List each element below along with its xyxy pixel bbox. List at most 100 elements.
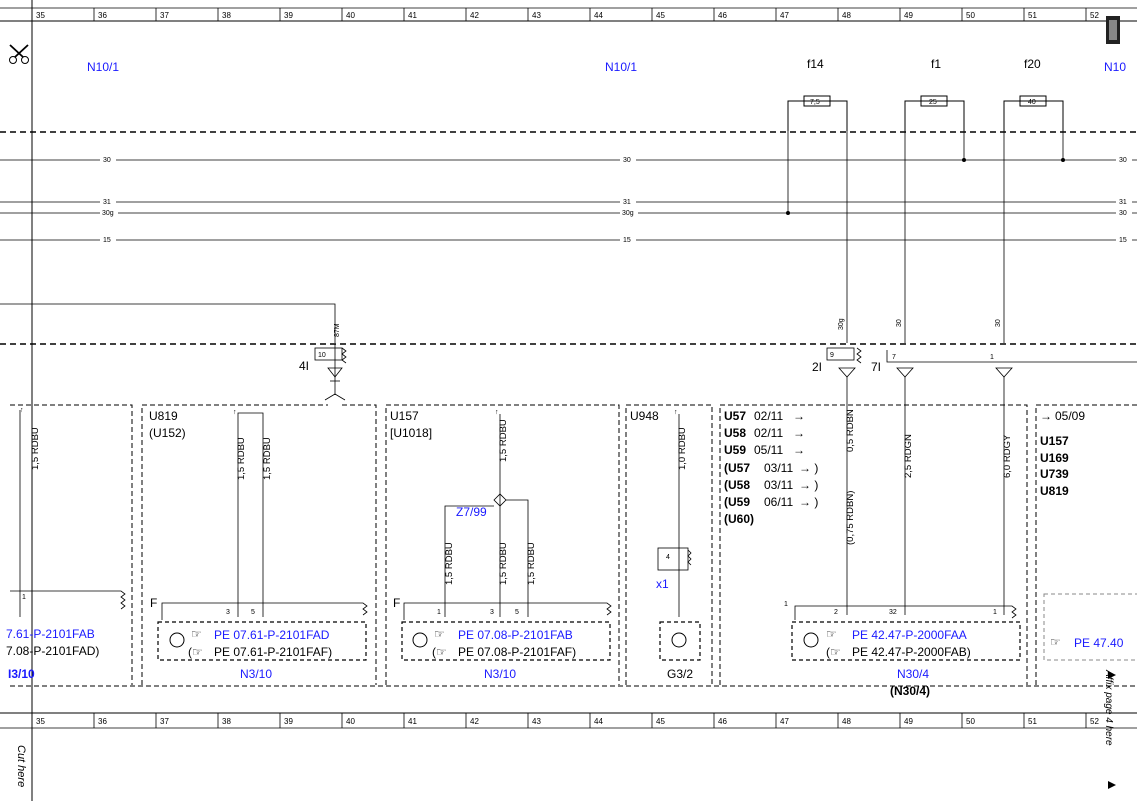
- circuit-87m: 87M: [0, 303, 341, 343]
- svg-text:F: F: [393, 596, 400, 610]
- bottom-ruler-number: 39: [284, 717, 293, 726]
- component-n30-4[interactable]: N30/4: [897, 667, 929, 681]
- connector-2i: 9 2I: [812, 347, 862, 378]
- book-icon: [1106, 16, 1120, 44]
- top-ruler-number: 37: [160, 11, 169, 20]
- ref-right[interactable]: PE 47.40: [1074, 636, 1124, 650]
- lamp-icon: [671, 632, 687, 648]
- top-ruler-number: 35: [36, 11, 45, 20]
- bottom-ruler-number: 40: [346, 717, 355, 726]
- svg-text:U157: U157: [390, 409, 419, 423]
- ref-left-1[interactable]: 7.61-P-2101FAB: [6, 627, 95, 641]
- top-ruler-number: 41: [408, 11, 417, 20]
- svg-text:9: 9: [830, 352, 834, 359]
- svg-text:3: 3: [226, 609, 230, 616]
- ref-n3a-2[interactable]: PE 07.61-P-2101FAF): [214, 645, 332, 659]
- bottom-ruler-number: 35: [36, 717, 45, 726]
- svg-text:1,5 RDBU: 1,5 RDBU: [236, 437, 247, 480]
- svg-text:03/11: 03/11: [764, 461, 793, 475]
- fuse-label-f1: f1: [931, 57, 941, 71]
- u819-section-content: U819 (U152) ↑ 1,5 RDBU 1,5 RDBU F 3 5 ☞ …: [149, 409, 368, 681]
- svg-text:2: 2: [834, 609, 838, 616]
- svg-text:1: 1: [990, 354, 994, 361]
- svg-text:25: 25: [929, 99, 937, 106]
- splice-label[interactable]: Z7/99: [456, 505, 487, 519]
- bottom-ruler-number: 42: [470, 717, 479, 726]
- svg-text:30g: 30g: [622, 210, 634, 217]
- fuse-label-f20: f20: [1024, 57, 1041, 71]
- header-n10-left[interactable]: N10/1: [87, 60, 119, 74]
- component-g3-2[interactable]: G3/2: [667, 667, 693, 681]
- bottom-ruler-number: 41: [408, 717, 417, 726]
- section-u157: [385, 404, 620, 685]
- fuse-label-f14: f14: [807, 57, 824, 71]
- section-u819: [141, 404, 328, 685]
- ref-left-2[interactable]: 7.08-P-2101FAD): [6, 644, 99, 658]
- svg-text:30g: 30g: [102, 210, 114, 217]
- svg-text:1,5 RDBU: 1,5 RDBU: [30, 427, 41, 470]
- ref-n3b-2[interactable]: PE 07.08-P-2101FAF): [458, 645, 576, 659]
- svg-text:1,5 RDBU: 1,5 RDBU: [498, 542, 509, 585]
- svg-text:U157: U157: [1040, 434, 1069, 448]
- bottom-ruler-number: 51: [1028, 717, 1037, 726]
- svg-text:U58: U58: [724, 426, 746, 440]
- ref-n3b-1[interactable]: PE 07.08-P-2101FAB: [458, 628, 573, 642]
- svg-text:87M: 87M: [334, 323, 341, 337]
- ref-n30-2[interactable]: PE 42.47-P-2000FAB): [852, 645, 971, 659]
- bottom-ruler-number: 47: [780, 717, 789, 726]
- component-i3-10[interactable]: I3/10: [8, 667, 35, 681]
- svg-text:5: 5: [515, 609, 519, 616]
- lamp-icon: [169, 632, 185, 648]
- svg-text:(☞: (☞: [432, 645, 447, 659]
- svg-text:5: 5: [251, 609, 255, 616]
- svg-text:→: →: [793, 409, 805, 423]
- svg-text:→ ): → ): [799, 461, 818, 475]
- svg-text:30: 30: [995, 319, 1002, 327]
- svg-text:7,5: 7,5: [810, 99, 820, 106]
- ref-n3a-1[interactable]: PE 07.61-P-2101FAD: [214, 628, 330, 642]
- header-n10-right[interactable]: N10: [1104, 60, 1126, 74]
- svg-text:↑: ↑: [233, 409, 237, 416]
- svg-text:4: 4: [666, 554, 670, 561]
- svg-text:31: 31: [103, 199, 111, 206]
- svg-text:32: 32: [889, 609, 897, 616]
- svg-text:U169: U169: [1040, 451, 1069, 465]
- bus-lines: 30 30 30 31 31 31 30g 30g 30 15 15 15: [0, 156, 1137, 244]
- u157-section-content: U157 [U1018] ↑ 1,5 RDBU Z7/99 1,5 RDBU 1…: [390, 409, 612, 681]
- component-n30-4-alt[interactable]: (N30/4): [890, 684, 930, 698]
- top-ruler-number: 46: [718, 11, 727, 20]
- bottom-ruler-number: 45: [656, 717, 665, 726]
- svg-text:31: 31: [1119, 199, 1127, 206]
- bottom-ruler-number: 37: [160, 717, 169, 726]
- top-ruler-number: 47: [780, 11, 789, 20]
- svg-text:1: 1: [784, 601, 788, 608]
- svg-text:1,5 RDBU: 1,5 RDBU: [262, 437, 273, 480]
- connector-4i: 10 4I: [299, 344, 347, 395]
- svg-text:05/11: 05/11: [754, 443, 783, 457]
- svg-text:06/11: 06/11: [764, 495, 793, 509]
- svg-text:(U57: (U57: [724, 461, 750, 475]
- left-section-content: ↑ 1,5 RDBU 1 7.61-P-2101FAB 7.08-P-2101F…: [6, 407, 126, 681]
- top-ruler-number: 42: [470, 11, 479, 20]
- svg-text:2,5 RDGN: 2,5 RDGN: [903, 434, 914, 478]
- connector-x1[interactable]: x1: [656, 577, 669, 591]
- pointing-hand-icon: ☞: [434, 627, 445, 641]
- svg-text:U819: U819: [149, 409, 178, 423]
- svg-text:4I: 4I: [299, 359, 309, 373]
- right-section-content: → 05/09 U157 U169 U739 U819 ☞ PE 47.40: [1040, 409, 1137, 661]
- component-n3-10-b[interactable]: N3/10: [484, 667, 516, 681]
- u57-section-content: U57 02/11 → U58 02/11 → U59 05/11 → (U57…: [724, 409, 1021, 698]
- svg-text:15: 15: [103, 237, 111, 244]
- svg-text:02/11: 02/11: [754, 426, 783, 440]
- svg-text:U948: U948: [630, 409, 659, 423]
- svg-text:1,5 RDBU: 1,5 RDBU: [526, 542, 537, 585]
- pointing-hand-icon: ☞: [191, 627, 202, 641]
- svg-text:[U1018]: [U1018]: [390, 426, 432, 440]
- component-n3-10-a[interactable]: N3/10: [240, 667, 272, 681]
- bottom-ruler-number: 44: [594, 717, 603, 726]
- svg-text:F: F: [150, 596, 157, 610]
- ref-n30-1[interactable]: PE 42.47-P-2000FAA: [852, 628, 967, 642]
- affix-arrow-icon: [1108, 671, 1116, 679]
- header-n10-mid[interactable]: N10/1: [605, 60, 637, 74]
